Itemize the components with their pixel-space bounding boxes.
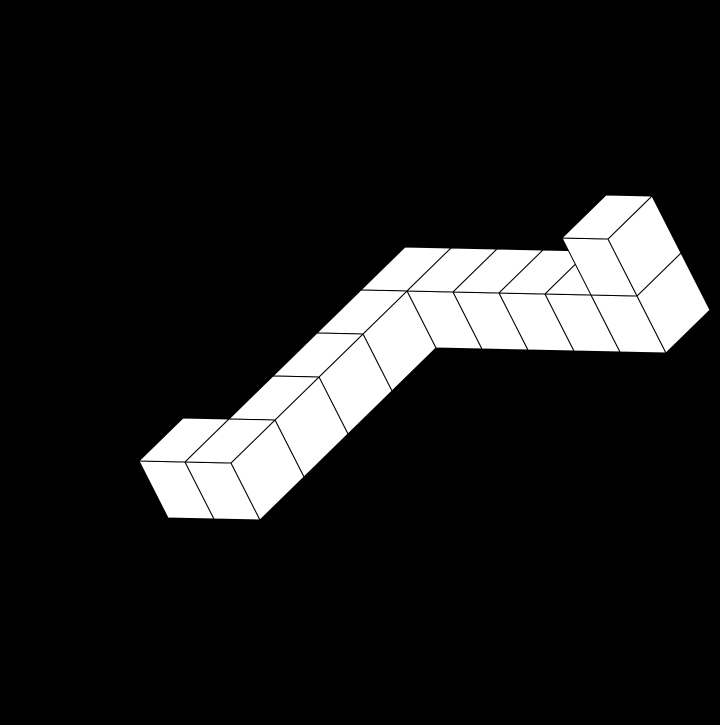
- cube-6-top-face: [561, 194, 653, 240]
- cube-11-top-face: [184, 418, 276, 464]
